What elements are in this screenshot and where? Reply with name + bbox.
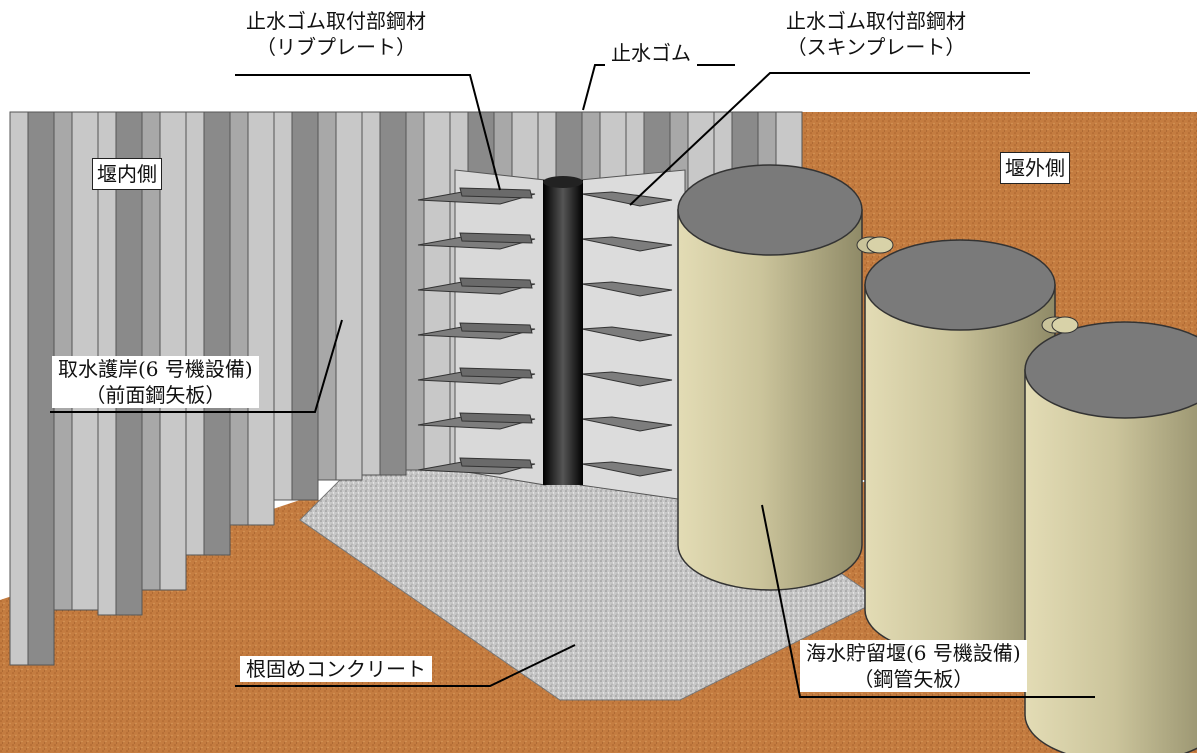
sheet-pile-segment [317,111,337,481]
seawater-weir-label: 海水貯留堰(6 号機設備) （鋼管矢板） [800,640,1027,692]
rib-plate-top [459,232,533,244]
rib-plate-label-line2: （リブプレート） [256,35,416,59]
sheet-pile-segment [247,111,275,526]
sheet-pile-segment [379,111,407,476]
skin-plate [581,191,673,207]
seawater-weir-label-line2: （鋼管矢板） [853,667,974,691]
skin-plate-label-line1: 止水ゴム取付部鋼材 [786,9,966,33]
steel-pipe-top [1024,321,1197,419]
skin-plate [581,236,673,252]
rib-plate-top [459,277,533,289]
steel-pipe-body [1024,369,1197,753]
rib-plate-top [459,412,533,424]
skin-plate [581,461,673,477]
sheet-pile-segment [185,111,205,556]
stop-rubber-label: 止水ゴム [605,40,697,66]
rib-plate-label-line1: 止水ゴム取付部鋼材 [246,9,426,33]
sheet-pile-segment [159,111,187,591]
outside-weir-label: 堰外側 [1000,152,1070,184]
leader-lines [50,64,1095,698]
steel-pipe-piles [677,164,1197,753]
stop-rubber-label-text: 止水ゴム [611,41,691,65]
skin-plate [581,281,673,297]
root-concrete-label: 根固めコンクリート [240,656,432,682]
steel-pipe-body [677,209,863,591]
steel-pipe-top [864,239,1056,331]
skin-plate [581,371,673,387]
sheet-pile-segment [335,111,363,481]
sheet-pile-segment [203,111,231,556]
skin-plate-label: 止水ゴム取付部鋼材 （スキンプレート） [780,8,972,60]
sheet-pile-segment [291,111,319,501]
skin-plate [581,326,673,342]
water-stop-rubber-top [543,176,583,188]
rib-plate-label: 止水ゴム取付部鋼材 （リブプレート） [240,8,432,60]
sheet-pile-segment [229,111,249,526]
root-concrete-label-text: 根固めコンクリート [246,657,426,681]
steel-pipe-top [677,164,863,256]
rib-plate-top [459,457,533,469]
revetment-label: 取水護岸(6 号機設備) （前面鋼矢板） [52,356,259,408]
skin-plate [581,416,673,432]
seawater-weir-label-line1: 海水貯留堰(6 号機設備) [806,641,1021,665]
revetment-label-line2: （前面鋼矢板） [85,383,226,407]
attachment-plates [417,187,673,477]
steel-pipe-pile [677,164,863,591]
water-stop-rubber [543,180,583,485]
sheet-pile-segment [9,111,29,666]
rib-plate-top [459,367,533,379]
pipe-joint [1051,316,1079,334]
rib-plate-top [459,187,533,199]
steel-pipe-pile [1024,321,1197,753]
steel-pipe-pile [864,239,1056,656]
sheet-pile-segment [273,111,293,501]
sheet-pile-segment [405,111,425,471]
sheet-pile-segment [27,111,55,666]
sheet-pile-segment [361,111,381,476]
revetment-label-line1: 取水護岸(6 号機設備) [58,357,253,381]
skin-plate-label-line2: （スキンプレート） [786,35,966,59]
rib-plate-top [459,322,533,334]
inside-weir-label: 堰内側 [92,158,162,190]
pipe-joint [866,236,894,254]
